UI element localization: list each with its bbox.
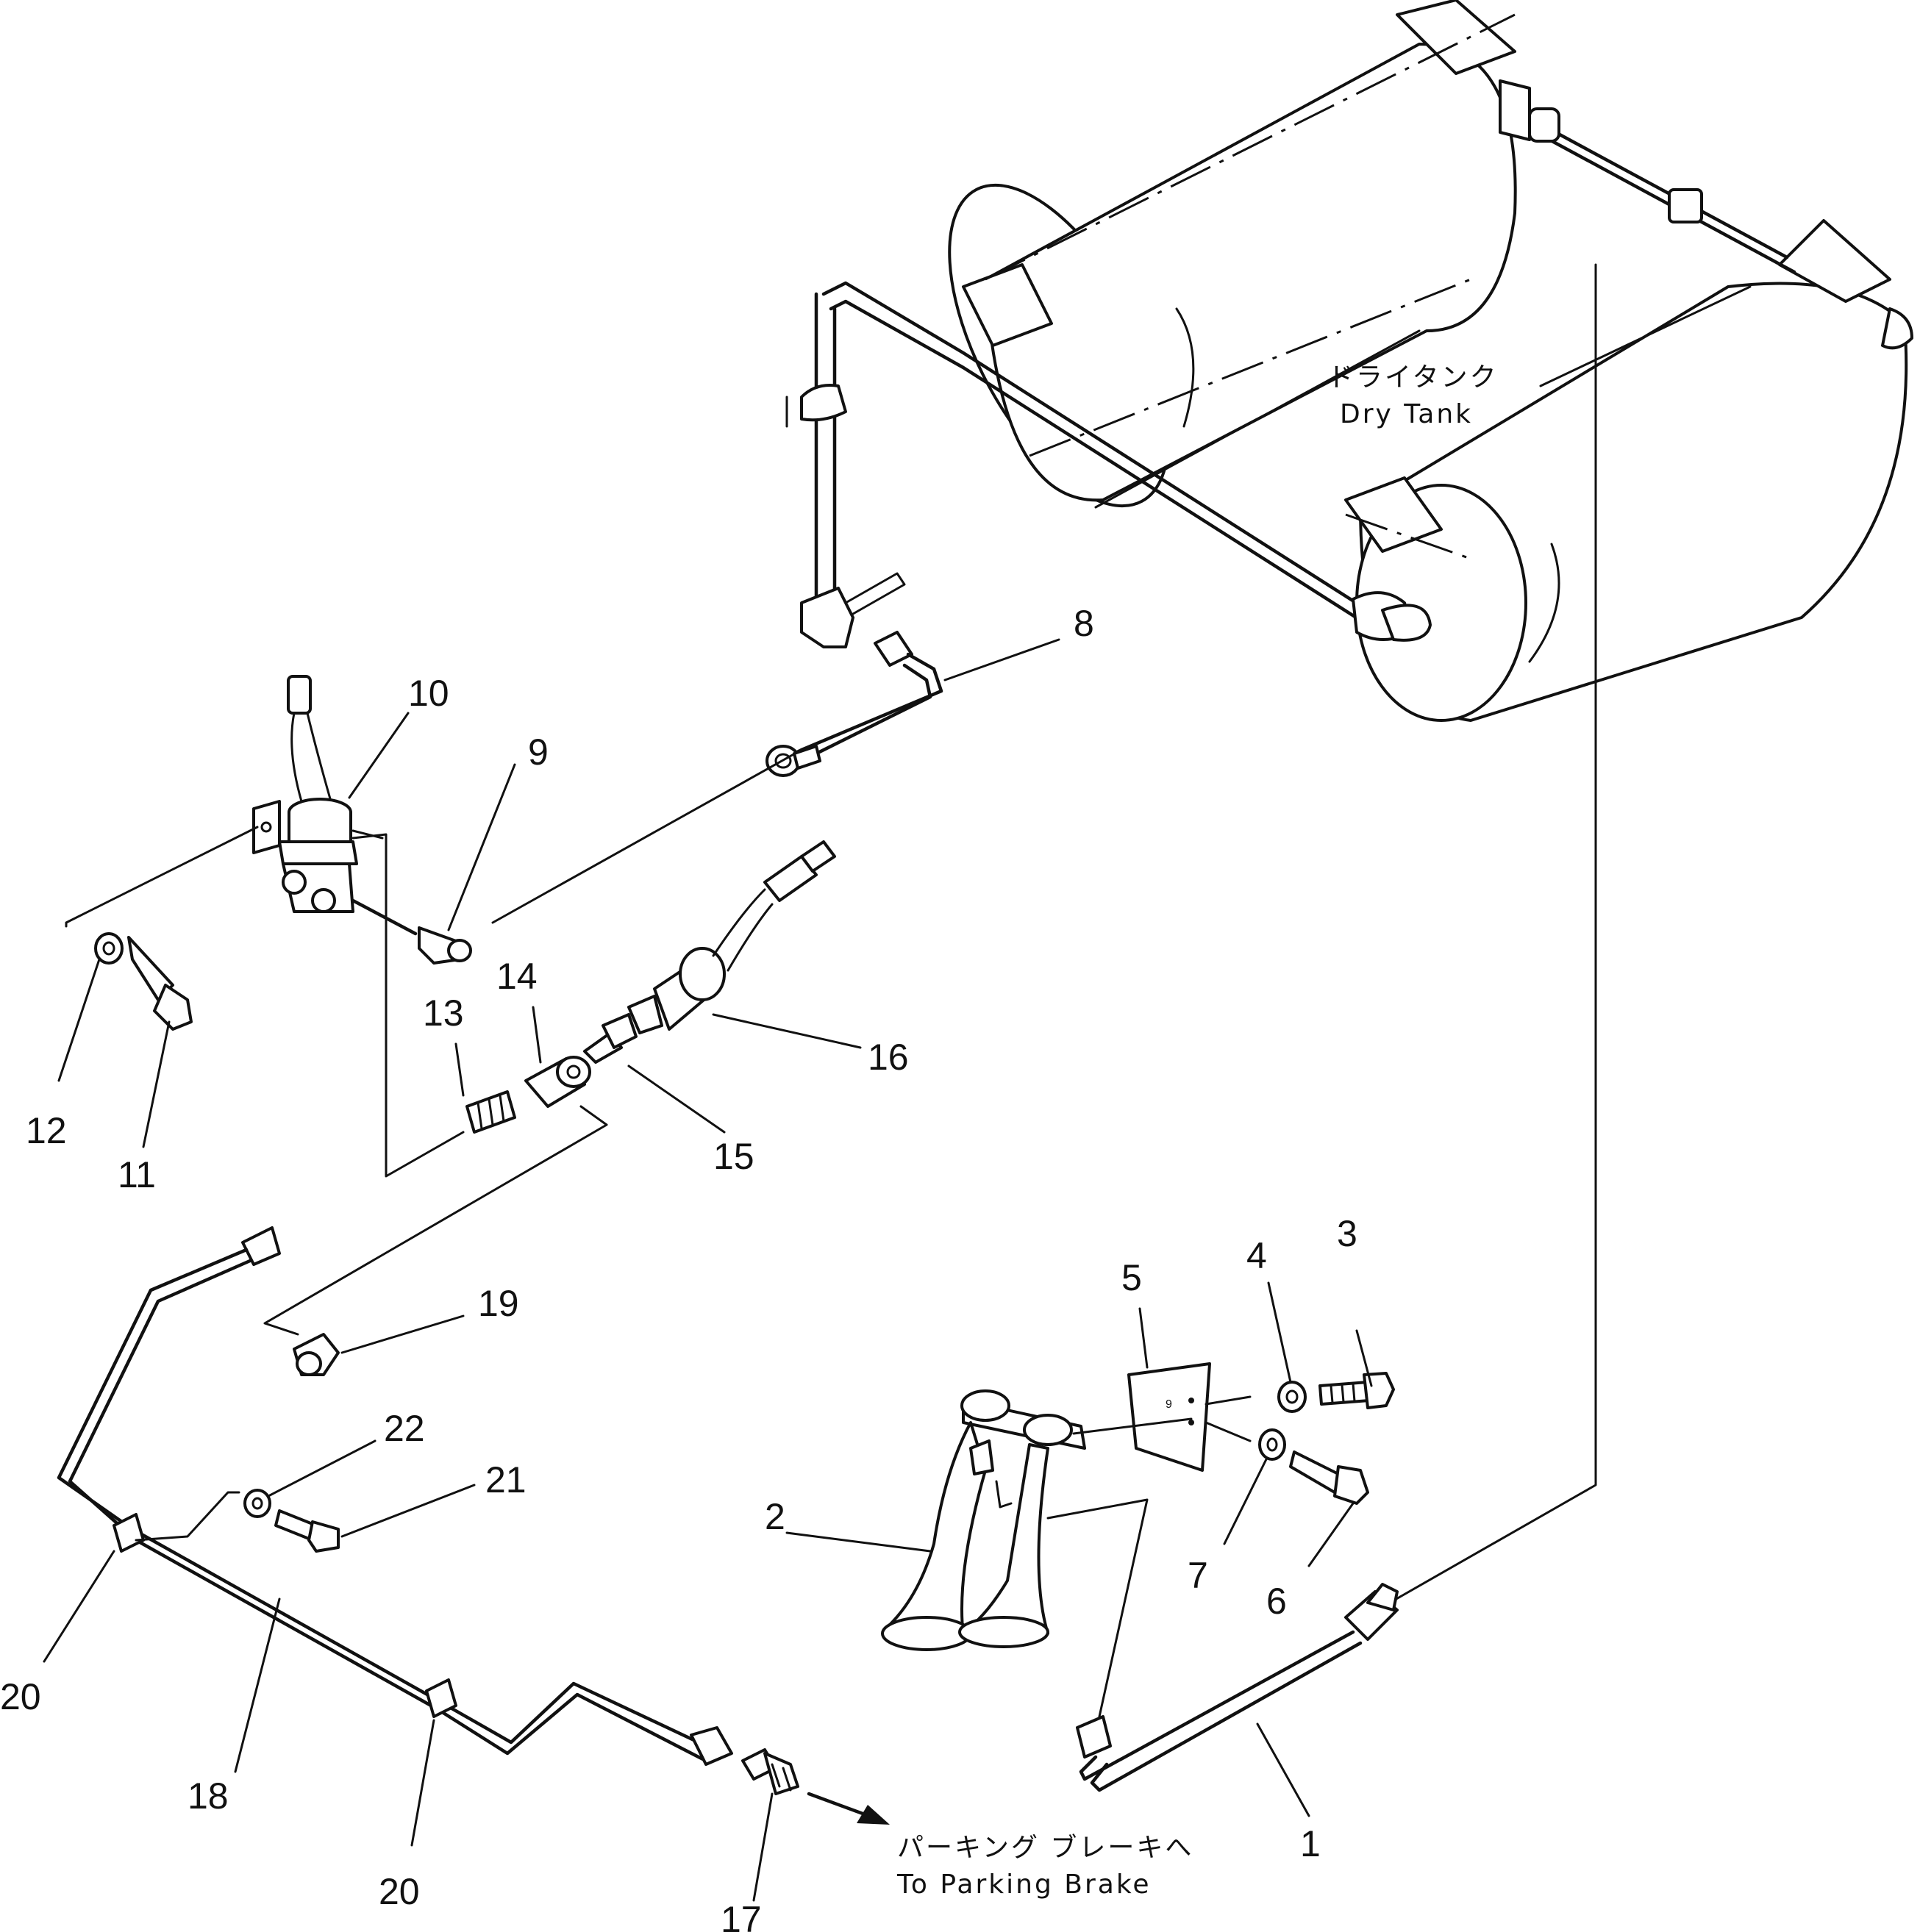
- chain-line-tank-top: [985, 13, 1516, 281]
- callout-21: 21: [485, 1459, 527, 1500]
- callout-7: 7: [1188, 1555, 1208, 1596]
- tank-outlet-pipe: [785, 281, 1432, 642]
- washer-12: [94, 932, 124, 965]
- leader-bracket-bolt6: [1205, 1421, 1252, 1442]
- dry-tank-label-en: Dry Tank: [1340, 399, 1473, 429]
- dry-tank-upper: [948, 0, 1517, 509]
- leader-bracket-bolt3: [1205, 1395, 1252, 1406]
- callout-2: 2: [765, 1496, 785, 1537]
- callout-12: 12: [26, 1110, 67, 1151]
- callout-17: 17: [721, 1899, 762, 1932]
- callout-20b: 20: [379, 1871, 420, 1912]
- leader-dry-tank: [1539, 285, 1752, 387]
- washer-22: [243, 1489, 271, 1518]
- nipple-13: [465, 1090, 516, 1134]
- washer-4: [1277, 1381, 1307, 1413]
- leader-tank-to-hose-1: [1388, 263, 1597, 1604]
- callout-22: 22: [384, 1408, 425, 1449]
- chain-line-tank-mid: [1029, 278, 1471, 457]
- valve-10: [252, 675, 384, 913]
- callout-11: 11: [118, 1154, 156, 1195]
- chain-line-tank-low: [1345, 513, 1471, 560]
- callouts: 1 2 3 4 5 6 7 8 9 10 11 12 13 14 15 16 1…: [0, 603, 1357, 1932]
- callout-18: 18: [188, 1775, 229, 1817]
- callout-13: 13: [423, 992, 464, 1034]
- parking-brake-label-en: To Parking Brake: [896, 1870, 1152, 1900]
- bracket-line-valve: [65, 826, 259, 928]
- clip-20b: [425, 1678, 457, 1718]
- tee-14: [524, 1056, 591, 1108]
- bracket-line-tee: [263, 1105, 608, 1336]
- callout-8: 8: [1074, 603, 1094, 644]
- callout-3: 3: [1337, 1213, 1357, 1254]
- callout-9: 9: [528, 731, 549, 773]
- leader-bracket-horn: [1072, 1417, 1193, 1435]
- callout-19: 19: [478, 1283, 519, 1324]
- connector-17: [741, 1748, 799, 1795]
- bracket-5: 9: [1127, 1362, 1211, 1472]
- elbow-19: [293, 1333, 340, 1376]
- svg-text:9: 9: [1166, 1398, 1172, 1411]
- parking-brake-label: パーキング ブレーキへ To Parking Brake: [896, 1833, 1193, 1900]
- tee-fitting-tank: [800, 572, 906, 648]
- callout-1: 1: [1300, 1823, 1321, 1864]
- parking-brake-label-jp: パーキング ブレーキへ: [897, 1833, 1193, 1863]
- leader-lines: [43, 638, 1373, 1902]
- bolt-21: [274, 1509, 340, 1553]
- callout-14: 14: [496, 956, 538, 997]
- bolt-3: [1318, 1372, 1395, 1409]
- bracket-line-clip: [135, 1491, 240, 1542]
- callout-4: 4: [1246, 1235, 1267, 1276]
- horn-2: [881, 1389, 1086, 1651]
- callout-20a: 20: [0, 1676, 41, 1717]
- tank-crossover-pipe: [1499, 79, 1796, 274]
- bolt-11: [127, 936, 193, 1031]
- arrow-to-parking-brake: [807, 1792, 890, 1825]
- dry-tank-label-jp: ドライタンク: [1327, 362, 1499, 393]
- dry-tank-label: ドライタンク Dry Tank: [1327, 362, 1499, 429]
- switch-16: [627, 840, 836, 1034]
- callout-15: 15: [713, 1136, 754, 1177]
- elbow-9: [351, 898, 472, 965]
- hose-1: [1076, 1583, 1399, 1792]
- pipe-18: [57, 1226, 733, 1766]
- bolt-6: [1289, 1450, 1369, 1505]
- leader-horn-to-hose: [1046, 1498, 1149, 1718]
- callout-5: 5: [1121, 1257, 1142, 1298]
- dry-tank-lower: [1344, 219, 1913, 722]
- bracket-line-valve-right: [351, 833, 465, 1178]
- callout-10: 10: [408, 673, 449, 714]
- adapter-15: [583, 1013, 638, 1064]
- washer-7: [1258, 1428, 1286, 1461]
- callout-16: 16: [868, 1037, 909, 1078]
- callout-6: 6: [1266, 1581, 1287, 1622]
